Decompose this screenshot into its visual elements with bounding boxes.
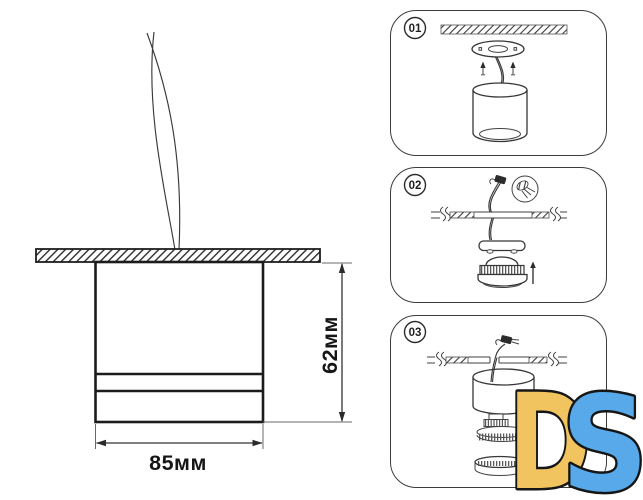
wire-connector xyxy=(495,335,520,346)
step-1-number: 01 xyxy=(409,23,422,35)
fixture-cylinder-open xyxy=(472,368,535,415)
diffuser-ring xyxy=(474,455,526,476)
width-dimension: 85мм xyxy=(95,424,264,475)
wire-connector xyxy=(489,175,507,185)
supply-wires xyxy=(146,31,181,251)
fixture-twist-on xyxy=(477,256,528,288)
step-3-number: 03 xyxy=(409,327,422,339)
ceiling-section xyxy=(35,248,321,263)
ceiling-hatch-strip xyxy=(440,24,568,35)
up-arrow xyxy=(530,261,536,284)
ceiling-break-line xyxy=(427,351,567,367)
step-1-badge: 01 xyxy=(403,16,427,40)
fixture-body-outline xyxy=(94,260,265,424)
wire-to-plate xyxy=(488,217,495,241)
width-dimension-label: 85мм xyxy=(149,451,207,475)
fixture-dimension-drawing: 62мм 85мм xyxy=(35,31,352,475)
install-step-2-panel: 02 xyxy=(390,167,607,303)
step-2-illustration: 02 xyxy=(403,173,567,288)
logo-letter-s: S xyxy=(561,384,643,500)
fixture-neck xyxy=(483,413,509,427)
step-3-badge: 03 xyxy=(403,320,427,344)
height-dimension-label: 62мм xyxy=(318,316,342,374)
ds-logo-graphic: D S xyxy=(506,363,643,500)
height-dimension: 62мм xyxy=(263,262,352,423)
step-2-number: 02 xyxy=(409,180,422,192)
logo-letter-d: D xyxy=(508,384,591,500)
wire-to-fixture xyxy=(494,56,505,84)
wire-through-hole xyxy=(490,343,506,383)
install-step-3-panel: 03 xyxy=(390,315,607,488)
wire-through-ceiling xyxy=(488,181,501,213)
install-step-1-panel: 01 xyxy=(390,10,607,156)
step-3-illustration: 03 xyxy=(403,320,567,476)
connector-detail-circle xyxy=(511,175,539,203)
ceiling-break-line xyxy=(431,206,567,222)
ds-logo: D S xyxy=(506,363,643,500)
step-2-badge: 02 xyxy=(403,173,427,197)
mounting-plate xyxy=(471,40,525,58)
screw-arrows xyxy=(480,61,516,76)
mounting-plate-side xyxy=(478,240,526,254)
fixture-cylinder xyxy=(472,82,528,143)
trim-ring-ribbed xyxy=(476,426,528,442)
step-1-illustration: 01 xyxy=(403,16,568,143)
